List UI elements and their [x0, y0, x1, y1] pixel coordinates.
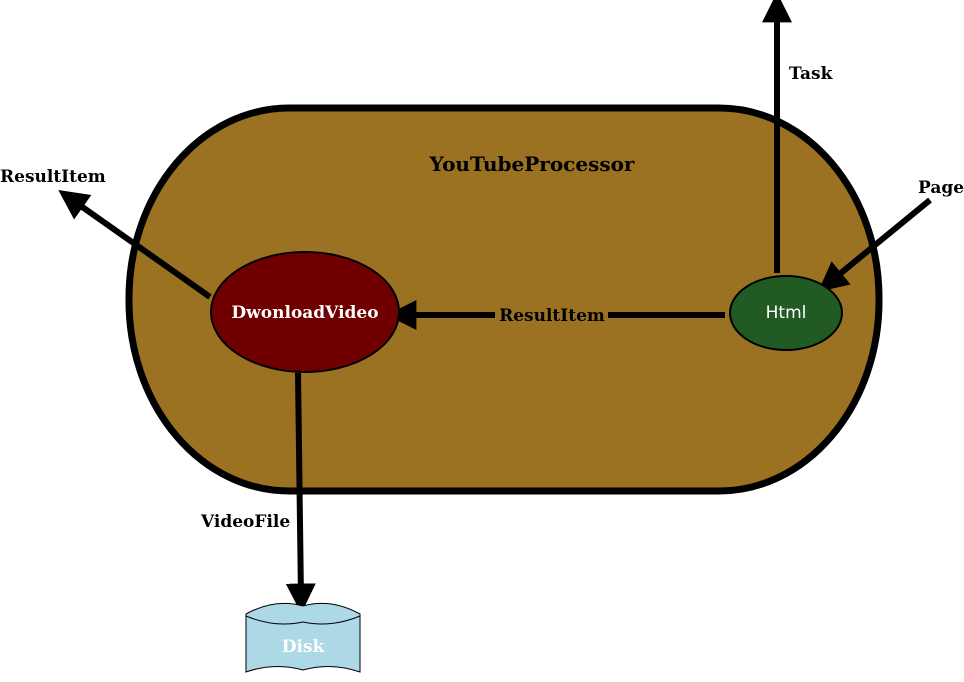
- video-file-label: VideoFile: [200, 512, 290, 532]
- disk-top-rim: [245, 615, 361, 625]
- processor-title: YouTubeProcessor: [429, 152, 635, 176]
- result-item-out-arrow: [58, 190, 212, 300]
- download-video-node: [210, 251, 400, 373]
- disk-node: [245, 602, 361, 673]
- download-video-label: DwonloadVideo: [231, 303, 378, 323]
- result-item-internal-label: ResultItem: [499, 306, 605, 326]
- processor-container: [125, 104, 883, 495]
- page-arrow: [817, 197, 932, 292]
- result-item-out-label: ResultItem: [0, 167, 106, 187]
- task-label: Task: [789, 64, 834, 84]
- html-label: Html: [766, 303, 807, 323]
- disk-label: Disk: [282, 637, 326, 657]
- html-node: [729, 275, 843, 351]
- page-label: Page: [918, 178, 964, 198]
- result-item-internal-label-bg: [495, 305, 608, 325]
- video-file-arrow: [285, 372, 316, 614]
